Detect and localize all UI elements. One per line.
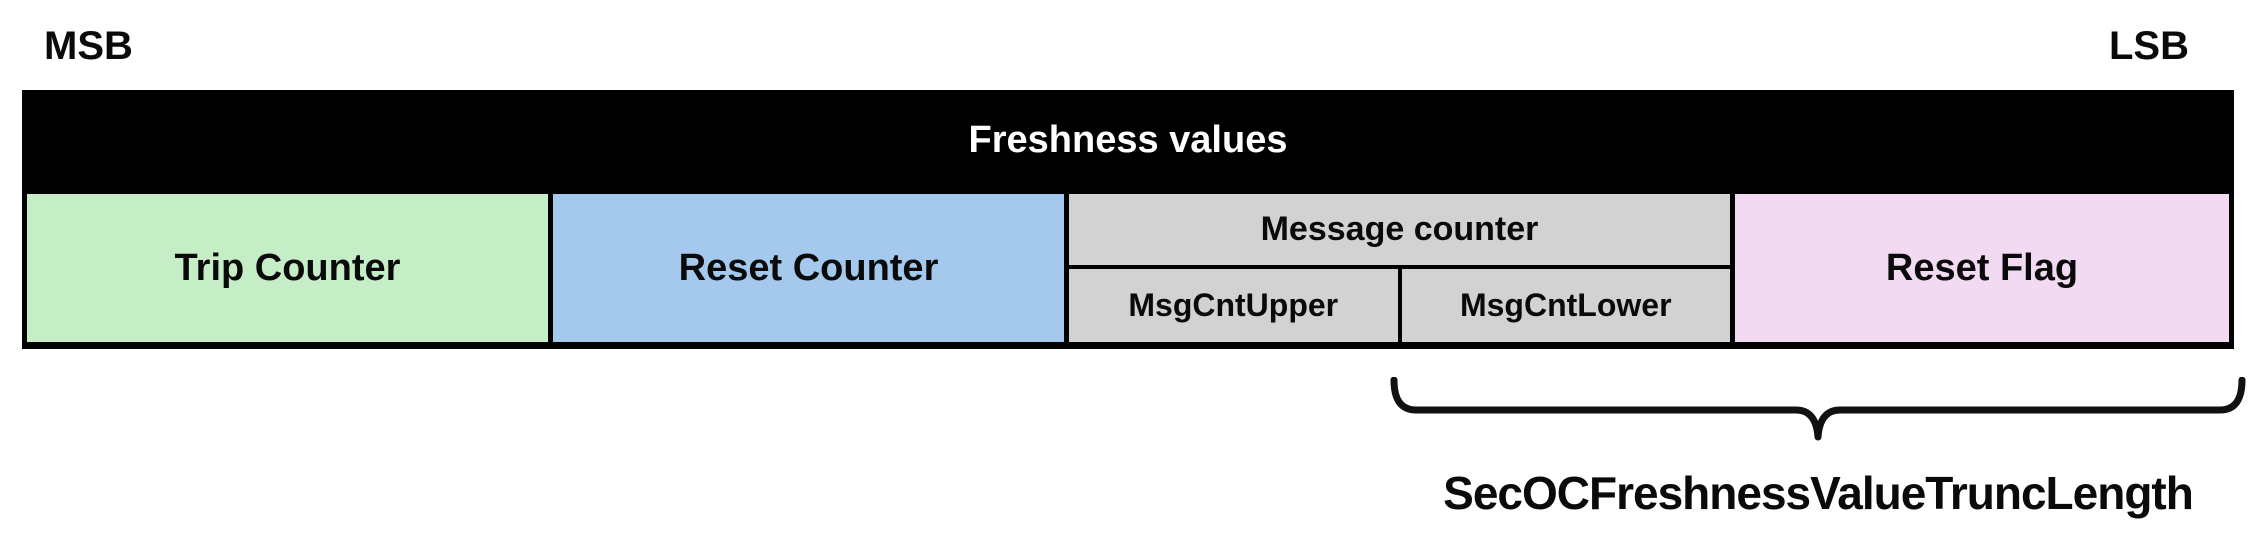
field-trip-counter-label: Trip Counter (174, 246, 401, 289)
trunc-length-label: SecOCFreshnessValueTruncLength (1443, 467, 2194, 519)
field-message-counter-group: Message counter MsgCntUpper MsgCntLower (1069, 194, 1730, 342)
underbrace-path (1390, 377, 2246, 441)
field-message-counter: Message counter (1069, 194, 1730, 265)
underbrace-icon (1390, 377, 2246, 441)
lsb-label: LSB (2109, 24, 2189, 68)
freshness-values-table: Freshness values Trip Counter Reset Coun… (22, 90, 2234, 349)
field-reset-flag: Reset Flag (1735, 194, 2229, 342)
field-msgcntupper: MsgCntUpper (1069, 269, 1398, 342)
field-msgcntlower: MsgCntLower (1401, 269, 1730, 342)
fields-row: Trip Counter Reset Counter Message count… (27, 194, 2229, 342)
freshness-values-header-label: Freshness values (968, 118, 1288, 161)
freshness-values-header: Freshness values (27, 90, 2229, 190)
field-reset-counter: Reset Counter (553, 194, 1064, 342)
field-reset-counter-label: Reset Counter (678, 246, 939, 289)
field-trip-counter: Trip Counter (27, 194, 548, 342)
field-msgcntupper-label: MsgCntUpper (1128, 287, 1339, 323)
message-counter-subfields: MsgCntUpper MsgCntLower (1069, 269, 1730, 342)
field-reset-flag-label: Reset Flag (1885, 246, 2079, 289)
msb-label: MSB (44, 24, 133, 68)
field-msgcntlower-label: MsgCntLower (1459, 287, 1672, 323)
field-message-counter-label: Message counter (1260, 210, 1539, 248)
